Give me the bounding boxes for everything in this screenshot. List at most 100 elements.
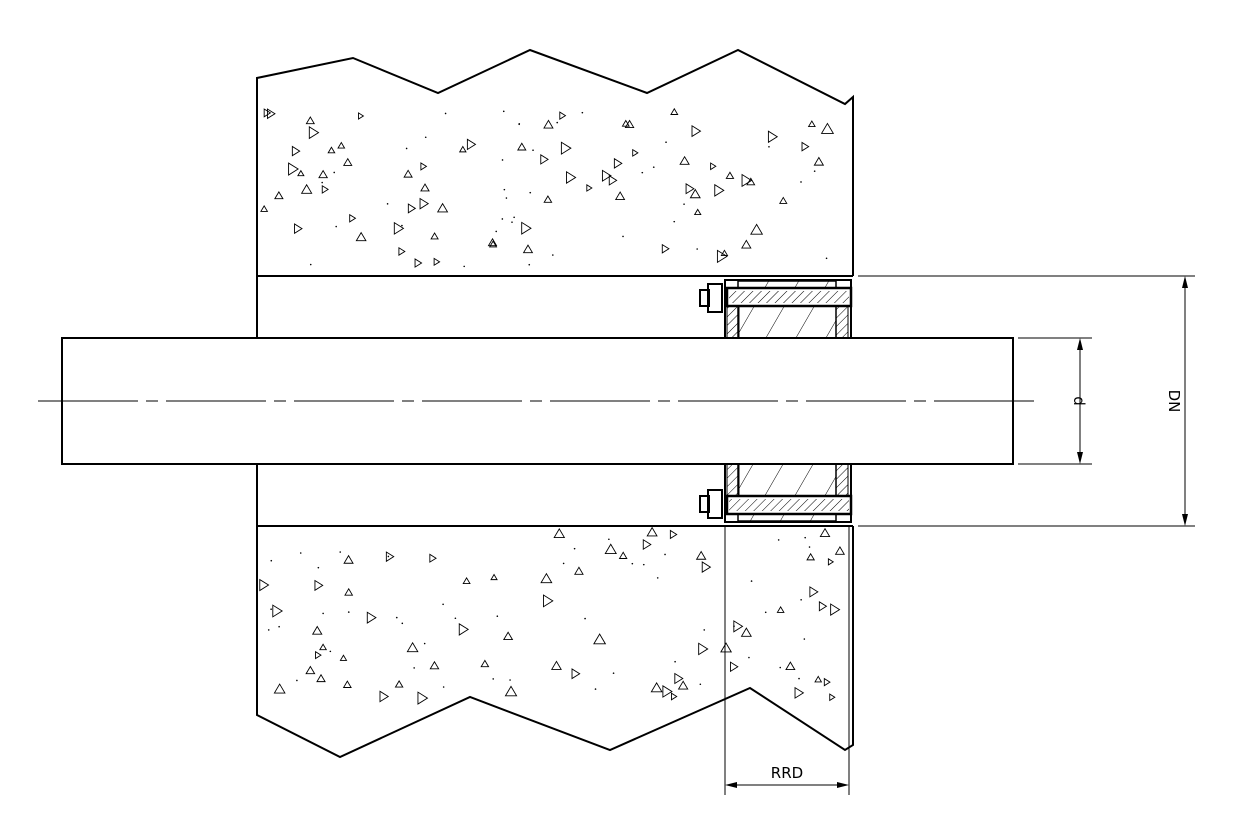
aggregate-mark xyxy=(321,181,323,184)
aggregate-mark xyxy=(823,677,831,687)
nut xyxy=(707,283,723,313)
aggregate-mark xyxy=(273,683,286,694)
aggregate-mark xyxy=(495,230,498,233)
aggregate-mark xyxy=(571,668,581,680)
aggregate-mark xyxy=(540,572,553,584)
aggregate-mark xyxy=(342,157,353,166)
aggregate-mark xyxy=(646,526,658,537)
aggregate-mark xyxy=(509,679,511,681)
aggregate-mark xyxy=(420,162,428,171)
aggregate-mark xyxy=(746,177,756,186)
aggregate-mark xyxy=(608,538,610,541)
aggregate-mark xyxy=(750,223,764,235)
aggregate-mark xyxy=(741,239,752,249)
aggregate-mark xyxy=(650,681,663,693)
dimension-d: d xyxy=(1018,337,1092,465)
aggregate-pattern-bottom xyxy=(259,526,846,705)
aggregate-mark xyxy=(720,249,729,257)
aggregate-mark xyxy=(316,673,326,683)
aggregate-mark xyxy=(574,566,584,575)
aggregate-mark xyxy=(403,169,413,178)
aggregate-mark xyxy=(424,136,427,139)
nut xyxy=(707,489,723,519)
aggregate-mark xyxy=(714,183,725,197)
aggregate-mark xyxy=(327,146,336,154)
aggregate-mark xyxy=(423,642,426,645)
aggregate-mark xyxy=(740,627,752,637)
aggregate-mark xyxy=(259,578,270,592)
aggregate-mark xyxy=(594,688,597,690)
aggregate-mark xyxy=(401,622,404,625)
aggregate-mark xyxy=(419,197,430,210)
aggregate-mark xyxy=(291,145,301,157)
aggregate-mark xyxy=(798,677,800,680)
aggregate-mark xyxy=(803,638,806,640)
bolt-end xyxy=(699,289,710,307)
aggregate-mark xyxy=(827,557,835,566)
aggregate-mark xyxy=(297,169,305,177)
aggregate-mark xyxy=(764,611,767,614)
aggregate-mark xyxy=(528,263,531,266)
aggregate-mark xyxy=(608,174,618,186)
aggregate-mark xyxy=(401,224,403,227)
aggregate-mark xyxy=(505,197,508,199)
link-seal-bottom xyxy=(699,463,853,523)
aggregate-mark xyxy=(834,546,846,555)
aggregate-mark xyxy=(671,692,678,701)
aggregate-mark xyxy=(622,235,624,238)
aggregate-mark xyxy=(613,157,623,169)
label-d: d xyxy=(1070,396,1088,406)
aggregate-mark xyxy=(322,612,324,615)
aggregate-mark xyxy=(820,122,835,134)
aggregate-mark xyxy=(319,643,328,651)
aggregate-mark xyxy=(601,169,612,182)
aggregate-mark xyxy=(521,221,532,235)
aggregate-mark xyxy=(296,679,298,682)
aggregate-mark xyxy=(501,159,504,161)
aggregate-mark xyxy=(614,191,626,200)
aggregate-mark xyxy=(673,220,676,223)
aggregate-mark xyxy=(804,536,806,539)
aggregate-mark xyxy=(825,257,828,260)
aggregate-mark xyxy=(343,554,354,564)
aggregate-mark xyxy=(814,675,823,683)
aggregate-mark xyxy=(776,606,785,613)
aggregate-mark xyxy=(349,213,357,223)
aggregate-mark xyxy=(454,617,457,620)
label-rrd: RRD xyxy=(771,764,803,782)
aggregate-mark xyxy=(344,587,354,596)
aggregate-mark xyxy=(414,258,423,268)
aggregate-mark xyxy=(750,580,753,582)
aggregate-mark xyxy=(406,641,419,653)
dimension-rrd: RRD xyxy=(724,526,850,795)
aggregate-mark xyxy=(501,218,504,220)
aggregate-mark xyxy=(379,690,390,703)
aggregate-mark xyxy=(387,555,390,558)
aggregate-mark xyxy=(695,550,707,560)
aggregate-mark xyxy=(652,166,655,168)
aggregate-mark xyxy=(777,539,780,541)
aggregate-mark xyxy=(674,660,676,663)
aggregate-mark xyxy=(818,601,828,612)
aggregate-mark xyxy=(342,680,352,688)
aggregate-mark xyxy=(305,116,316,125)
aggregate-mark xyxy=(393,221,405,235)
aggregate-mark xyxy=(642,563,645,566)
concrete-wall-bottom xyxy=(256,525,854,759)
aggregate-mark xyxy=(272,604,284,618)
aggregate-mark xyxy=(716,249,728,264)
aggregate-mark xyxy=(733,625,735,627)
aggregate-mark xyxy=(720,642,733,653)
aggregate-mark xyxy=(394,679,404,688)
aggregate-mark xyxy=(604,543,618,555)
aggregate-mark xyxy=(496,615,499,618)
aggregate-mark xyxy=(329,650,332,653)
aggregate-mark xyxy=(270,559,273,562)
aggregate-mark xyxy=(502,110,505,113)
aggregate-mark xyxy=(779,196,788,204)
aggregate-mark xyxy=(339,654,348,661)
aggregate-mark xyxy=(335,225,337,228)
aggregate-mark xyxy=(466,138,477,151)
aggregate-mark xyxy=(674,672,684,685)
label-dn: DN xyxy=(1165,390,1183,413)
